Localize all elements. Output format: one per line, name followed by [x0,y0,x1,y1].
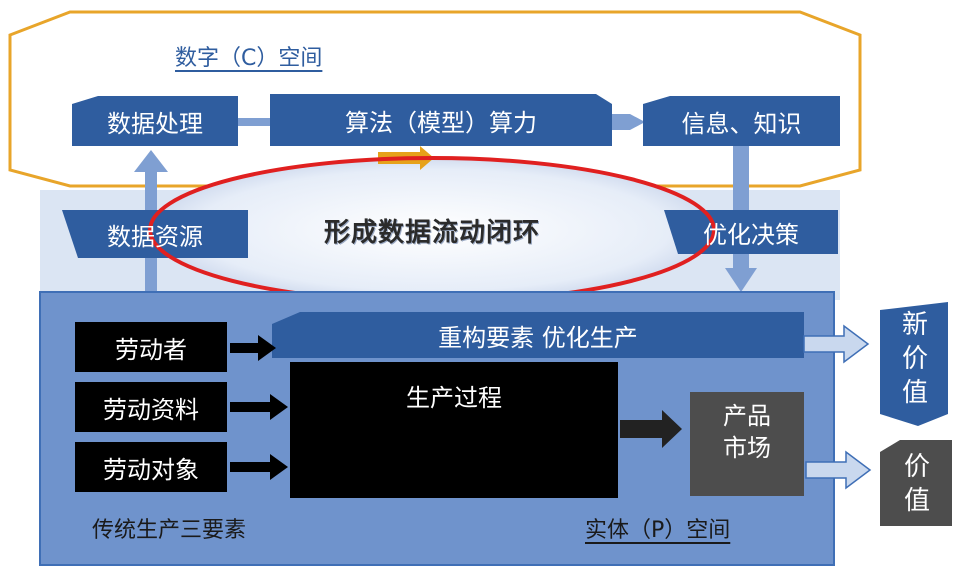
traditional-factors-label: 传统生产三要素 [92,518,247,543]
arrow-value-icon [805,450,872,490]
production-process-box [290,362,618,498]
value-line-2: 值 [903,486,930,516]
laborer-box [75,322,227,372]
labor-objects-box [75,442,227,492]
product-market-box [690,392,804,496]
algorithm-label: 算法（模型）算力 [345,108,537,137]
value-box [880,440,952,526]
new-value-line-2: 价 [901,344,928,374]
new-value-line-3: 值 [901,378,928,408]
down-arrow-icon [725,268,757,292]
new-value-box [880,302,948,426]
value-line-1: 价 [903,452,930,482]
labor-materials-box [75,382,227,432]
laborer-label: 劳动者 [115,335,187,364]
labor-objects-label: 劳动对象 [103,455,199,484]
loop-label: 形成数据流动闭环 [323,217,540,248]
information-label: 信息、知识 [681,109,802,138]
arrow-objects-icon [230,454,288,480]
algorithm-box [270,94,612,146]
data-resources-box [62,210,248,258]
arrow-new-value-icon [803,324,870,364]
connector-processing-algorithm [238,118,280,126]
loop-ellipse-fill [150,158,714,302]
arrow-materials-icon [230,394,288,420]
optimize-decision-label: 优化决策 [703,220,799,249]
up-arrow-icon [134,150,168,172]
physical-space-title: 实体（P）空间 [585,518,731,543]
arrow-market-icon [620,410,682,448]
product-market-line-2: 市场 [723,434,771,462]
digital-space-title: 数字（C）空间 [175,46,323,71]
right-arrow-icon [608,114,645,130]
restructure-banner [272,312,804,358]
labor-materials-label: 劳动资料 [103,395,199,424]
product-market-label: 产品 市场 [690,400,804,464]
new-value-label: 新 价 值 [884,308,946,410]
information-box [643,96,840,146]
production-process-label: 生产过程 [406,384,502,412]
product-market-line-1: 产品 [723,402,771,430]
data-processing-label: 数据处理 [107,109,203,138]
new-value-line-1: 新 [901,310,928,340]
restructure-label: 重构要素 优化生产 [438,323,638,352]
value-label: 价 值 [884,450,950,518]
arrow-laborer-icon [230,335,276,361]
data-resources-label: 数据资源 [107,222,203,251]
data-processing-box [72,96,238,146]
